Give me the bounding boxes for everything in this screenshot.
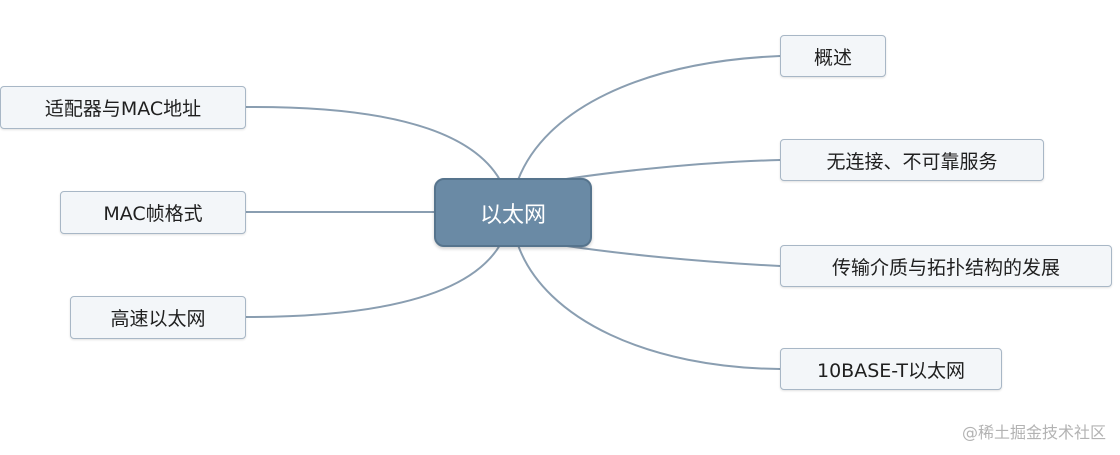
connector-right-0	[517, 55, 781, 181]
connector-left-2	[245, 244, 501, 318]
connector-right-3	[517, 244, 781, 370]
topic-connectionless-service[interactable]: 无连接、不可靠服务	[780, 139, 1044, 181]
watermark-text: @稀土掘金技术社区	[961, 423, 1106, 442]
connector-right-1	[559, 159, 781, 181]
central-topic[interactable]: 以太网	[434, 178, 592, 247]
topic-10base-t[interactable]: 10BASE-T以太网	[780, 348, 1002, 390]
topic-adapter-mac-address[interactable]: 适配器与MAC地址	[0, 86, 246, 129]
connector-right-2	[559, 244, 781, 267]
topic-mac-frame-format[interactable]: MAC帧格式	[60, 191, 246, 234]
topic-media-topology[interactable]: 传输介质与拓扑结构的发展	[780, 245, 1112, 287]
topic-overview[interactable]: 概述	[780, 35, 886, 77]
topic-high-speed-ethernet[interactable]: 高速以太网	[70, 296, 246, 339]
connector-left-0	[245, 105, 501, 181]
